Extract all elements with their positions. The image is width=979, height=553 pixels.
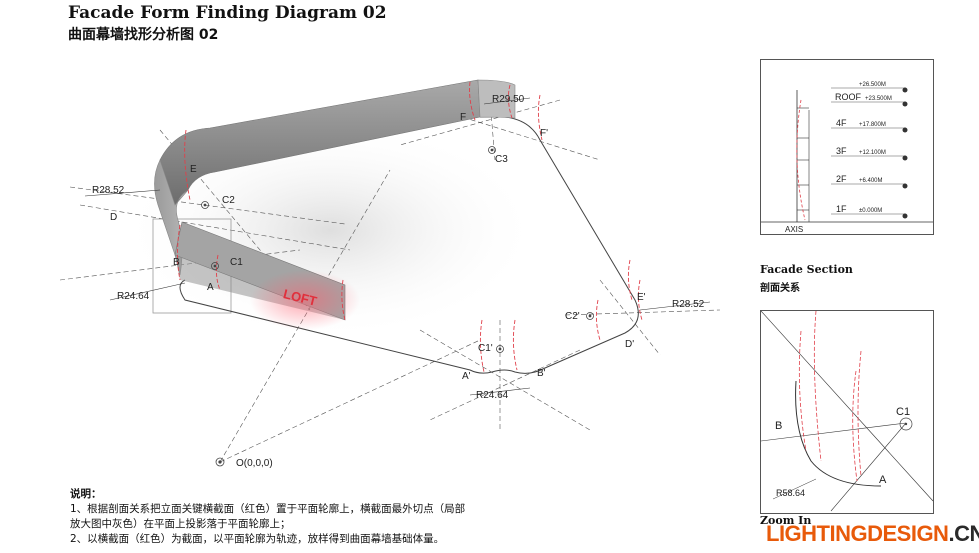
zoom-title: Zoom In — [760, 514, 812, 527]
plan-outline — [179, 116, 639, 374]
zoom-drawing: C1 B A R58.64 — [760, 310, 934, 512]
level-5-name: 2F — [836, 174, 847, 184]
axis-label: AXIS — [785, 225, 803, 234]
level-6-elev: ±0.000M — [859, 208, 882, 214]
label-origin: O(0,0,0) — [236, 458, 273, 469]
title-cn: 曲面幕墙找形分析图 02 — [68, 27, 219, 43]
level-3-elev: +17.800M — [859, 122, 886, 128]
label-C2-prime: C2' — [565, 311, 580, 322]
level-4-name: 3F — [836, 146, 847, 156]
facade-section-drawing: +26.500M ROOF +23.500M 4F +17.800M 3F +1… — [761, 82, 933, 234]
label-C2: C2 — [222, 195, 235, 206]
sign-glow — [250, 270, 360, 330]
watermark: LIGHTINGDESIGN.CN — [766, 521, 979, 547]
label-F: F — [460, 112, 466, 123]
point-labels: E C2 D B C1 A F F' C3 E' C2' D' C1' A' B… — [110, 112, 646, 469]
level-2-elev: +23.500M — [865, 96, 892, 102]
zoom-radius: R58.64 — [776, 488, 805, 498]
label-A-prime: A' — [462, 371, 471, 382]
label-E: E — [190, 164, 197, 175]
radius-r2: R24.64 — [117, 291, 150, 302]
label-D: D — [110, 212, 117, 223]
notes-line-3: 2、以横截面（红色）为截面，以平面轮廓为轨迹，放样得到曲面幕墙基础体量。 — [70, 533, 445, 545]
level-1-elev: +26.500M — [859, 82, 886, 88]
notes-line-1: 1、根据剖面关系把立面关键横截面（红色）置于平面轮廓上，横截面最外切点（局部 — [70, 503, 466, 515]
level-4-elev: +12.100M — [859, 150, 886, 156]
facade-section-panel: +26.500M ROOF +23.500M 4F +17.800M 3F +1… — [760, 59, 934, 235]
section-curves — [177, 81, 643, 373]
label-B-prime: B' — [537, 368, 546, 379]
center-markers — [201, 146, 594, 467]
watermark-tld: .CN — [948, 521, 979, 546]
level-2-name: ROOF — [835, 92, 862, 102]
label-E-prime: E' — [637, 292, 646, 303]
level-5-elev: +6.400M — [859, 178, 883, 184]
radius-r4: R28.52 — [672, 299, 705, 310]
notes-heading: 说明： — [70, 488, 102, 500]
label-F-prime: F' — [540, 128, 548, 139]
label-C1: C1 — [230, 257, 243, 268]
facade-section-title: Facade Section — [760, 263, 853, 276]
radius-r3: R29.50 — [492, 94, 525, 105]
zoom-label-c1: C1 — [896, 406, 910, 418]
notes: 说明： 1、根据剖面关系把立面关键横截面（红色）置于平面轮廓上，横截面最外切点（… — [70, 487, 530, 547]
label-C1-prime: C1' — [478, 343, 493, 354]
facade-section-subtitle: 剖面关系 — [760, 283, 800, 294]
radius-dims: R28.52 R24.64 R29.50 R28.52 R24.64 — [84, 94, 711, 401]
level-6-name: 1F — [836, 204, 847, 214]
title-en: Facade Form Finding Diagram 02 — [68, 3, 387, 23]
radius-r1: R28.52 — [92, 185, 125, 196]
label-A: A — [207, 282, 214, 293]
label-D-prime: D' — [625, 339, 634, 350]
zoom-label-b: B — [775, 420, 782, 432]
radius-r5: R24.64 — [476, 390, 509, 401]
level-3-name: 4F — [836, 118, 847, 128]
watermark-brand: LIGHTINGDESIGN — [766, 521, 949, 546]
zoom-label-a: A — [879, 474, 887, 486]
label-B: B — [173, 257, 180, 268]
notes-line-2: 放大图中灰色）在平面上投影落于平面轮廓上； — [70, 518, 291, 530]
zoom-panel: C1 B A R58.64 — [760, 310, 934, 514]
label-C3: C3 — [495, 154, 508, 165]
